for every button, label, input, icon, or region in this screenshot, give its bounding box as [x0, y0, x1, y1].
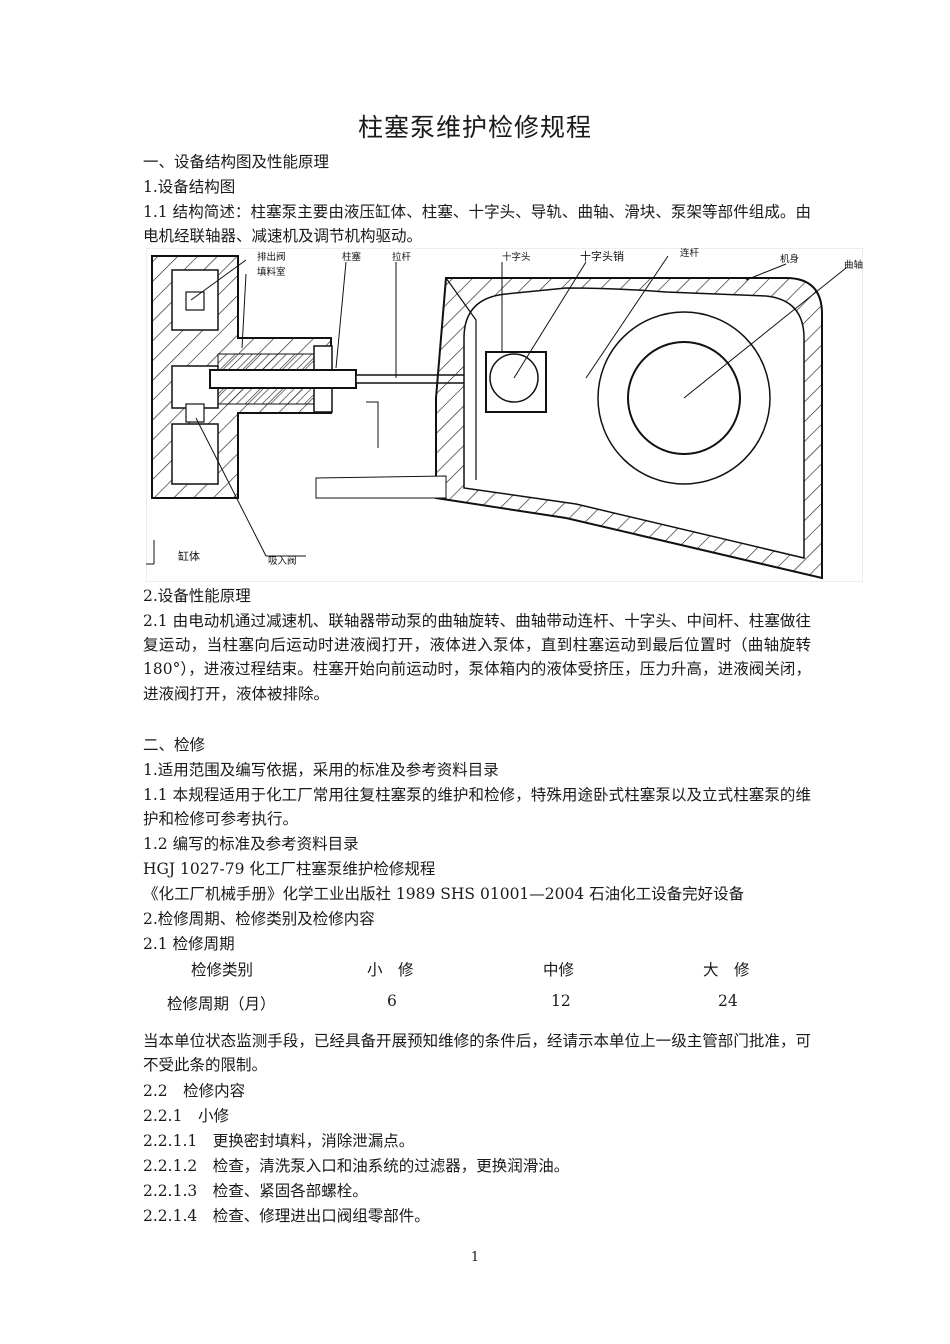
cylinder-label: 缸体 [178, 549, 200, 563]
list-item: 2.2.1.1 更换密封填料，消除泄漏点。 [143, 1132, 415, 1150]
table-header-cell: 检修类别 [191, 961, 254, 979]
pump-structure-diagram: 排出阀 填料室 柱塞 拉杆 十字头 十字头销 连杆 机身 曲轴 缸体 吸入阀 [145, 247, 864, 583]
list-item: 2.2 检修内容 [143, 1082, 246, 1100]
list-item: 2.检修周期、检修类别及检修内容 [143, 910, 375, 928]
discharge-valve-label: 排出阀 [257, 251, 286, 263]
table-cell: 12 [551, 992, 571, 1010]
pull-rod-label: 拉杆 [392, 251, 412, 263]
frame-label: 机身 [780, 253, 799, 265]
crosshead-label: 十字头 [502, 251, 531, 263]
list-item: 2.2.1.4 检查、修理进出口阀组零部件。 [143, 1207, 430, 1225]
list-item: 2.2.1.2 检查，清洗泵入口和油系统的过滤器，更换润滑油。 [143, 1157, 570, 1175]
table-cell: 检修周期（月） [167, 995, 276, 1013]
list-item: 2.2.1 小修 [143, 1107, 229, 1125]
list-item: 1.2 编写的标准及参考资料目录 [143, 835, 359, 853]
list-item: 1.适用范围及编写依据，采用的标准及参考资料目录 [143, 761, 499, 779]
paragraph: 当本单位状态监测手段，已经具备开展预知维修的条件后，经请示本单位上一级主管部门批… [143, 1032, 811, 1075]
list-item: 2.1 检修周期 [143, 935, 235, 953]
table-cell: 24 [718, 992, 738, 1010]
crosshead-pin-label: 十字头销 [580, 249, 624, 263]
table-cell: 6 [387, 992, 397, 1010]
plunger [209, 369, 357, 389]
packing-chamber [217, 345, 333, 413]
subsection-heading: 2.设备性能原理 [143, 587, 251, 605]
paragraph: 1.1 本规程适用于化工厂常用往复柱塞泵的维护和检修，特殊用途卧式柱塞泵以及立式… [143, 786, 811, 829]
paragraph: 2.1 由电动机通过减速机、联轴器带动泵的曲轴旋转、曲轴带动连杆、十字头、中间杆… [143, 612, 811, 703]
table-header-cell: 中修 [543, 961, 575, 979]
subsection-heading: 1.设备结构图 [143, 178, 236, 196]
table-header-cell: 大 修 [703, 961, 750, 979]
page-number: 1 [470, 1250, 480, 1265]
section-heading-2: 二、检修 [143, 736, 206, 754]
crankshaft-label: 曲轴 [844, 259, 863, 271]
table-header-cell: 小 修 [367, 961, 414, 979]
suction-valve-label: 吸入阀 [268, 555, 297, 567]
connecting-rod-label: 连杆 [680, 248, 700, 259]
paragraph: 1.1 结构简述：柱塞泵主要由液压缸体、柱塞、十字头、导轨、曲轴、滑块、泵架等部… [143, 203, 811, 246]
section-heading-1: 一、设备结构图及性能原理 [143, 153, 330, 171]
packing-chamber-label: 填料室 [257, 266, 286, 278]
plunger-label: 柱塞 [342, 251, 362, 263]
reference-item: 《化工厂机械手册》化学工业出版社 1989 SHS 01001—2004 石油化… [143, 885, 745, 903]
crosshead [485, 351, 547, 413]
document-title: 柱塞泵维护检修规程 [357, 113, 592, 142]
reference-item: HGJ 1027-79 化工厂柱塞泵维护检修规程 [143, 860, 436, 878]
list-item: 2.2.1.3 检查、紧固各部螺栓。 [143, 1182, 368, 1200]
maintenance-cycle-table: 检修类别 小 修 中修 大 修 检修周期（月） 6 12 24 [143, 958, 813, 1018]
